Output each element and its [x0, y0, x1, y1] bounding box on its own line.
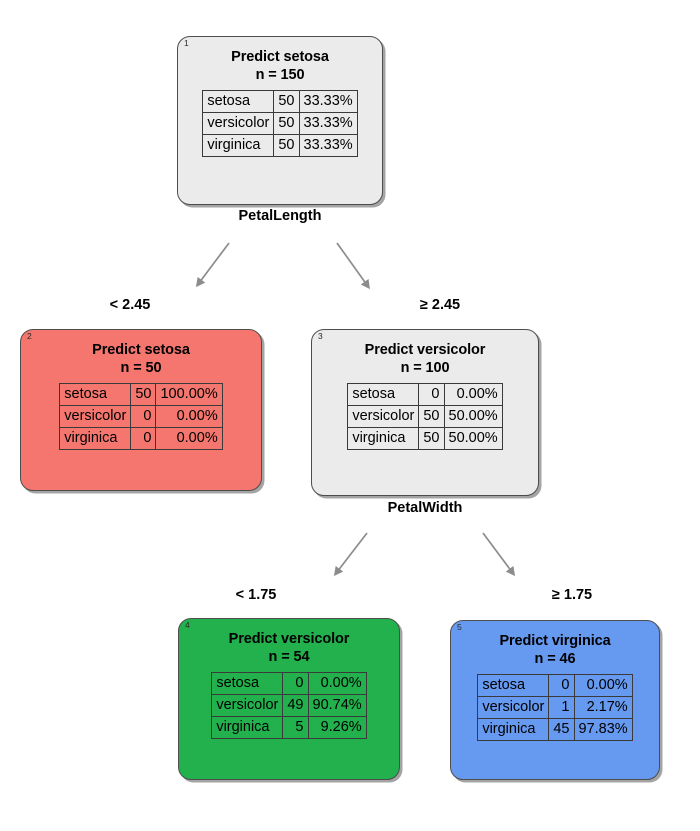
- node-sample-count-2: n = 50: [120, 360, 162, 376]
- edge-label-3-5: ≥ 1.75: [551, 587, 593, 603]
- table-row: setosa 0 0.00%: [477, 674, 633, 697]
- class-count-cell: 50: [273, 112, 300, 135]
- node-number-5: 5: [457, 622, 462, 632]
- node-sample-count-4: n = 54: [268, 649, 310, 665]
- table-row: versicolor 0 0.00%: [59, 405, 223, 428]
- node-number-3: 3: [318, 331, 323, 341]
- class-name-cell: virginica: [59, 427, 132, 450]
- node-title-2: Predict setosa: [92, 342, 190, 358]
- class-name-cell: versicolor: [202, 112, 275, 135]
- edge-3-5: [482, 532, 516, 577]
- class-percent-cell: 100.00%: [155, 383, 223, 406]
- class-name-cell: setosa: [202, 90, 275, 113]
- class-name-cell: versicolor: [59, 405, 132, 428]
- table-row: virginica 45 97.83%: [477, 718, 633, 741]
- split-variable-label-1: PetalLength: [238, 208, 322, 224]
- table-row: versicolor 50 50.00%: [347, 405, 503, 428]
- table-row: setosa 50 33.33%: [202, 90, 358, 113]
- split-variable-label-3: PetalWidth: [387, 500, 463, 516]
- edge-label-1-2: < 2.45: [109, 297, 151, 313]
- edge-3-4: [333, 532, 368, 577]
- class-count-cell: 0: [418, 383, 445, 406]
- class-percent-cell: 2.17%: [573, 696, 633, 719]
- node-number-4: 4: [185, 620, 190, 630]
- class-percent-cell: 33.33%: [298, 112, 358, 135]
- tree-node-1[interactable]: 1 Predict setosa n = 150 setosa 50 33.33…: [177, 36, 383, 205]
- class-percent-cell: 33.33%: [298, 134, 358, 157]
- class-distribution-table-3: setosa 0 0.00% versicolor 50 50.00% virg…: [347, 383, 503, 450]
- class-name-cell: virginica: [347, 427, 420, 450]
- class-count-cell: 0: [130, 427, 157, 450]
- class-count-cell: 45: [548, 718, 575, 741]
- table-row: virginica 50 50.00%: [347, 427, 503, 450]
- class-percent-cell: 90.74%: [307, 694, 367, 717]
- class-name-cell: versicolor: [477, 696, 550, 719]
- class-count-cell: 5: [282, 716, 309, 739]
- class-count-cell: 50: [273, 134, 300, 157]
- node-number-1: 1: [184, 38, 189, 48]
- node-sample-count-3: n = 100: [400, 360, 450, 376]
- edge-label-3-4: < 1.75: [235, 587, 277, 603]
- class-percent-cell: 0.00%: [155, 427, 223, 450]
- class-name-cell: setosa: [347, 383, 420, 406]
- table-row: setosa 0 0.00%: [347, 383, 503, 406]
- tree-node-4[interactable]: 4 Predict versicolor n = 54 setosa 0 0.0…: [178, 618, 400, 780]
- node-title-1: Predict setosa: [231, 49, 329, 65]
- tree-node-3[interactable]: 3 Predict versicolor n = 100 setosa 0 0.…: [311, 329, 539, 496]
- class-count-cell: 0: [282, 672, 309, 695]
- class-percent-cell: 0.00%: [443, 383, 503, 406]
- class-percent-cell: 33.33%: [298, 90, 358, 113]
- node-number-2: 2: [27, 331, 32, 341]
- class-distribution-table-1: setosa 50 33.33% versicolor 50 33.33% vi…: [202, 90, 358, 157]
- class-percent-cell: 9.26%: [307, 716, 367, 739]
- node-title-4: Predict versicolor: [228, 631, 350, 647]
- edge-1-2: [195, 242, 230, 288]
- class-count-cell: 0: [130, 405, 157, 428]
- class-name-cell: virginica: [202, 134, 275, 157]
- edge-label-1-3: ≥ 2.45: [419, 297, 461, 313]
- node-sample-count-5: n = 46: [534, 651, 576, 667]
- node-sample-count-1: n = 150: [255, 67, 305, 83]
- tree-node-2[interactable]: 2 Predict setosa n = 50 setosa 50 100.00…: [20, 329, 262, 491]
- class-percent-cell: 0.00%: [155, 405, 223, 428]
- class-count-cell: 0: [548, 674, 575, 697]
- edge-1-3: [336, 242, 370, 290]
- class-name-cell: virginica: [211, 716, 284, 739]
- class-count-cell: 50: [130, 383, 157, 406]
- class-name-cell: setosa: [211, 672, 284, 695]
- class-count-cell: 50: [418, 405, 445, 428]
- class-name-cell: versicolor: [347, 405, 420, 428]
- class-count-cell: 1: [548, 696, 575, 719]
- class-name-cell: virginica: [477, 718, 550, 741]
- class-percent-cell: 97.83%: [573, 718, 633, 741]
- class-percent-cell: 50.00%: [443, 405, 503, 428]
- class-distribution-table-2: setosa 50 100.00% versicolor 0 0.00% vir…: [59, 383, 223, 450]
- table-row: versicolor 50 33.33%: [202, 112, 358, 135]
- class-count-cell: 50: [273, 90, 300, 113]
- class-distribution-table-5: setosa 0 0.00% versicolor 1 2.17% virgin…: [477, 674, 633, 741]
- node-title-5: Predict virginica: [499, 633, 611, 649]
- table-row: setosa 50 100.00%: [59, 383, 223, 406]
- class-count-cell: 49: [282, 694, 309, 717]
- tree-node-5[interactable]: 5 Predict virginica n = 46 setosa 0 0.00…: [450, 620, 660, 780]
- class-percent-cell: 0.00%: [307, 672, 367, 695]
- class-percent-cell: 50.00%: [443, 427, 503, 450]
- table-row: versicolor 1 2.17%: [477, 696, 633, 719]
- table-row: virginica 5 9.26%: [211, 716, 367, 739]
- table-row: virginica 0 0.00%: [59, 427, 223, 450]
- class-name-cell: versicolor: [211, 694, 284, 717]
- table-row: setosa 0 0.00%: [211, 672, 367, 695]
- class-percent-cell: 0.00%: [573, 674, 633, 697]
- class-name-cell: setosa: [59, 383, 132, 406]
- table-row: virginica 50 33.33%: [202, 134, 358, 157]
- table-row: versicolor 49 90.74%: [211, 694, 367, 717]
- class-distribution-table-4: setosa 0 0.00% versicolor 49 90.74% virg…: [211, 672, 367, 739]
- class-name-cell: setosa: [477, 674, 550, 697]
- class-count-cell: 50: [418, 427, 445, 450]
- node-title-3: Predict versicolor: [364, 342, 486, 358]
